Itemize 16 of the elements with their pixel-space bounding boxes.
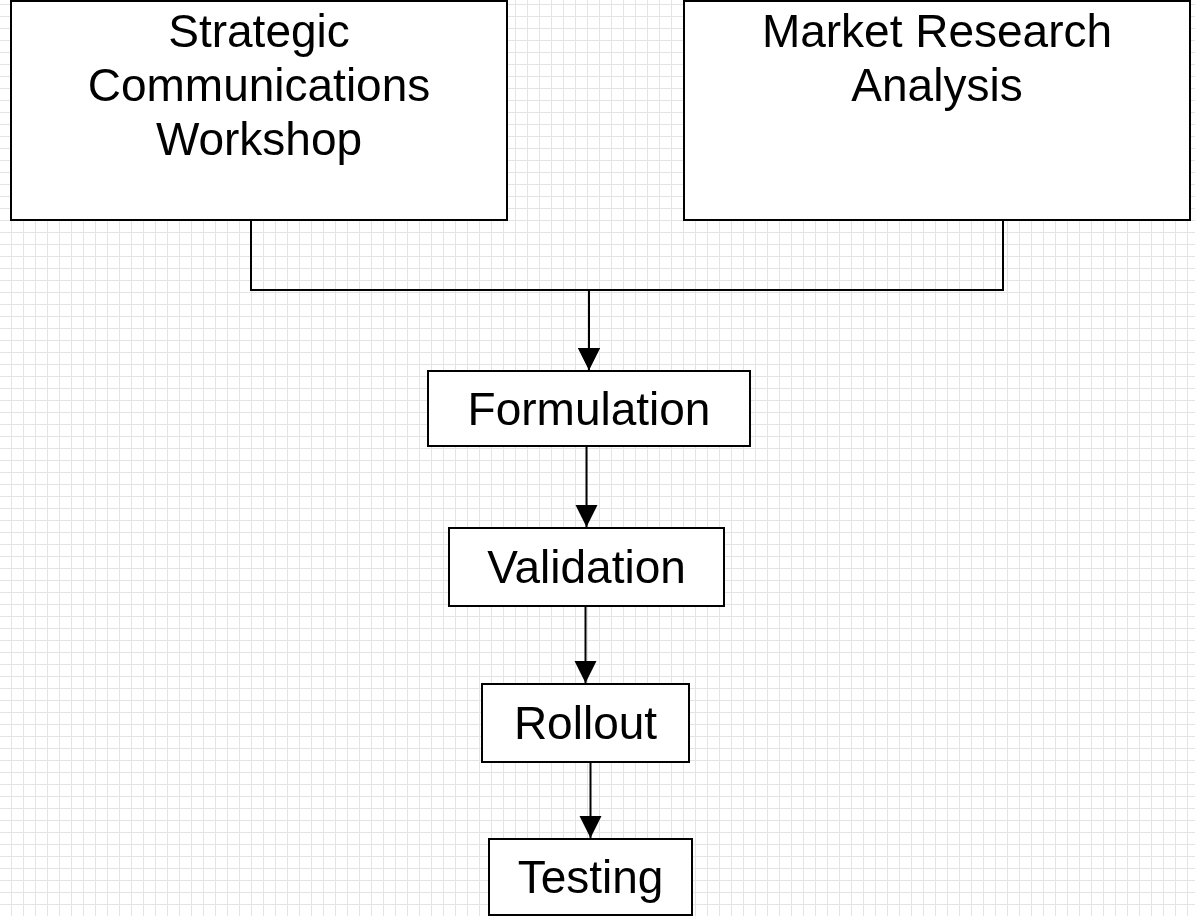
box-label: Rollout [513,696,658,750]
connector-arrow [579,762,602,839]
process-box [488,838,693,916]
process-box [427,370,751,447]
connector-arrow [574,606,597,684]
process-box [448,527,725,607]
box-label: Testing [517,850,664,904]
connector-arrow [578,220,1004,371]
box-label: Market Research Analysis [760,4,1114,112]
process-box [481,683,690,763]
process-box [683,0,1191,221]
connector-arrow [575,446,598,528]
box-label: Strategic Communications Workshop [86,4,432,166]
process-box [10,0,508,221]
box-label: Formulation [467,381,711,436]
box-label: Validation [487,540,686,594]
